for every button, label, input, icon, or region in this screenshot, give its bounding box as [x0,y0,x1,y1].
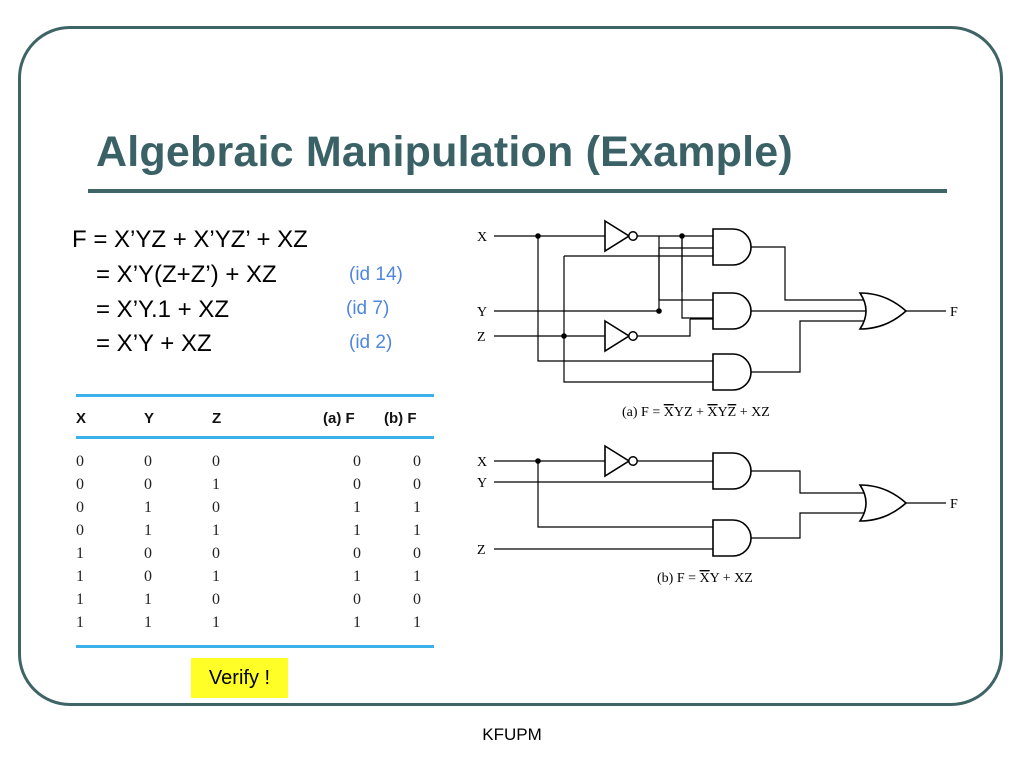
table-cell: 0 [212,545,220,562]
table-cell: 0 [413,476,421,493]
table-cell: 1 [212,614,220,631]
and-gate-a-3 [712,353,752,391]
equation-note-2: (id 14) [349,264,403,285]
table-header-z: Z [212,410,222,427]
circuit-a-caption: (a) F = XYZ + XYZ + XZ [622,405,770,420]
circuit-b-caption: (b) F = XY + XZ [657,571,753,586]
table-cell: 1 [212,568,220,585]
table-cell: 1 [144,499,152,516]
table-cell: 0 [353,591,361,608]
circuit-b-input-z: Z [477,543,486,558]
table-cell: 0 [212,453,220,470]
table-top-rule [76,394,434,397]
table-cell: 1 [212,522,220,539]
slide-title: Algebraic Manipulation (Example) [96,128,793,176]
table-cell: 1 [353,568,361,585]
table-cell: 0 [144,568,152,585]
table-cell: 0 [144,545,152,562]
equation-line-3: = X’Y.1 + XZ [96,296,229,323]
circuit-a-input-z: Z [477,330,486,345]
circuit-a-input-y: Y [477,305,487,320]
table-header-fb: (b) F [384,410,417,427]
table-cell: 1 [76,591,84,608]
circuit-b [494,460,946,550]
table-header-x: X [76,410,87,427]
slide-frame [18,26,1003,706]
table-cell: 0 [76,522,84,539]
circuit-b-input-x: X [477,455,487,470]
title-underline [88,189,947,193]
table-cell: 1 [76,614,84,631]
equation-note-3: (id 7) [346,298,390,319]
table-cell: 1 [144,614,152,631]
and-gate-a-2 [712,292,752,330]
table-cell: 0 [144,453,152,470]
verify-badge: Verify ! [191,658,288,698]
and-gate-b-2 [712,519,752,557]
table-header-y: Y [144,410,155,427]
table-bottom-rule [76,645,434,648]
not-gate-a-z [604,320,639,352]
not-gate-b-x [604,445,639,477]
footer-text: KFUPM [482,725,542,744]
circuit-a [494,235,946,383]
equation-line-2: = X’Y(Z+Z’) + XZ [96,261,277,288]
table-cell: 1 [353,614,361,631]
table-cell: 1 [413,614,421,631]
circuit-a-input-x: X [477,230,487,245]
table-cell: 1 [413,568,421,585]
table-cell: 0 [353,476,361,493]
table-cell: 0 [212,499,220,516]
table-cell: 0 [144,476,152,493]
table-cell: 1 [76,568,84,585]
table-cell: 1 [144,591,152,608]
circuit-a-output-f: F [950,305,958,320]
equation-note-4: (id 2) [349,332,393,353]
circuit-b-junctions [535,458,541,464]
table-cell: 0 [76,453,84,470]
equation-line-4: = X’Y + XZ [96,330,212,357]
table-cell: 0 [353,453,361,470]
table-cell: 1 [353,499,361,516]
table-cell: 0 [212,591,220,608]
table-cell: 0 [413,453,421,470]
table-cell: 1 [353,522,361,539]
equation-line-1: F = X’YZ + X’YZ’ + XZ [72,226,308,253]
circuit-a-junctions [535,233,685,339]
table-cell: 1 [76,545,84,562]
table-cell: 0 [413,545,421,562]
table-cell: 1 [212,476,220,493]
table-cell: 0 [76,499,84,516]
and-gate-a-1 [712,228,752,266]
table-header-fa: (a) F [323,410,355,427]
table-cell: 1 [413,522,421,539]
table-cell: 1 [144,522,152,539]
circuit-b-output-f: F [950,497,958,512]
or-gate-a [859,292,907,330]
table-cell: 1 [413,499,421,516]
and-gate-b-1 [712,452,752,490]
or-gate-b [859,484,907,522]
circuit-b-input-y: Y [477,476,487,491]
table-header-rule [76,436,434,439]
table-cell: 0 [413,591,421,608]
not-gate-a-x [604,220,639,252]
table-cell: 0 [76,476,84,493]
table-cell: 0 [353,545,361,562]
